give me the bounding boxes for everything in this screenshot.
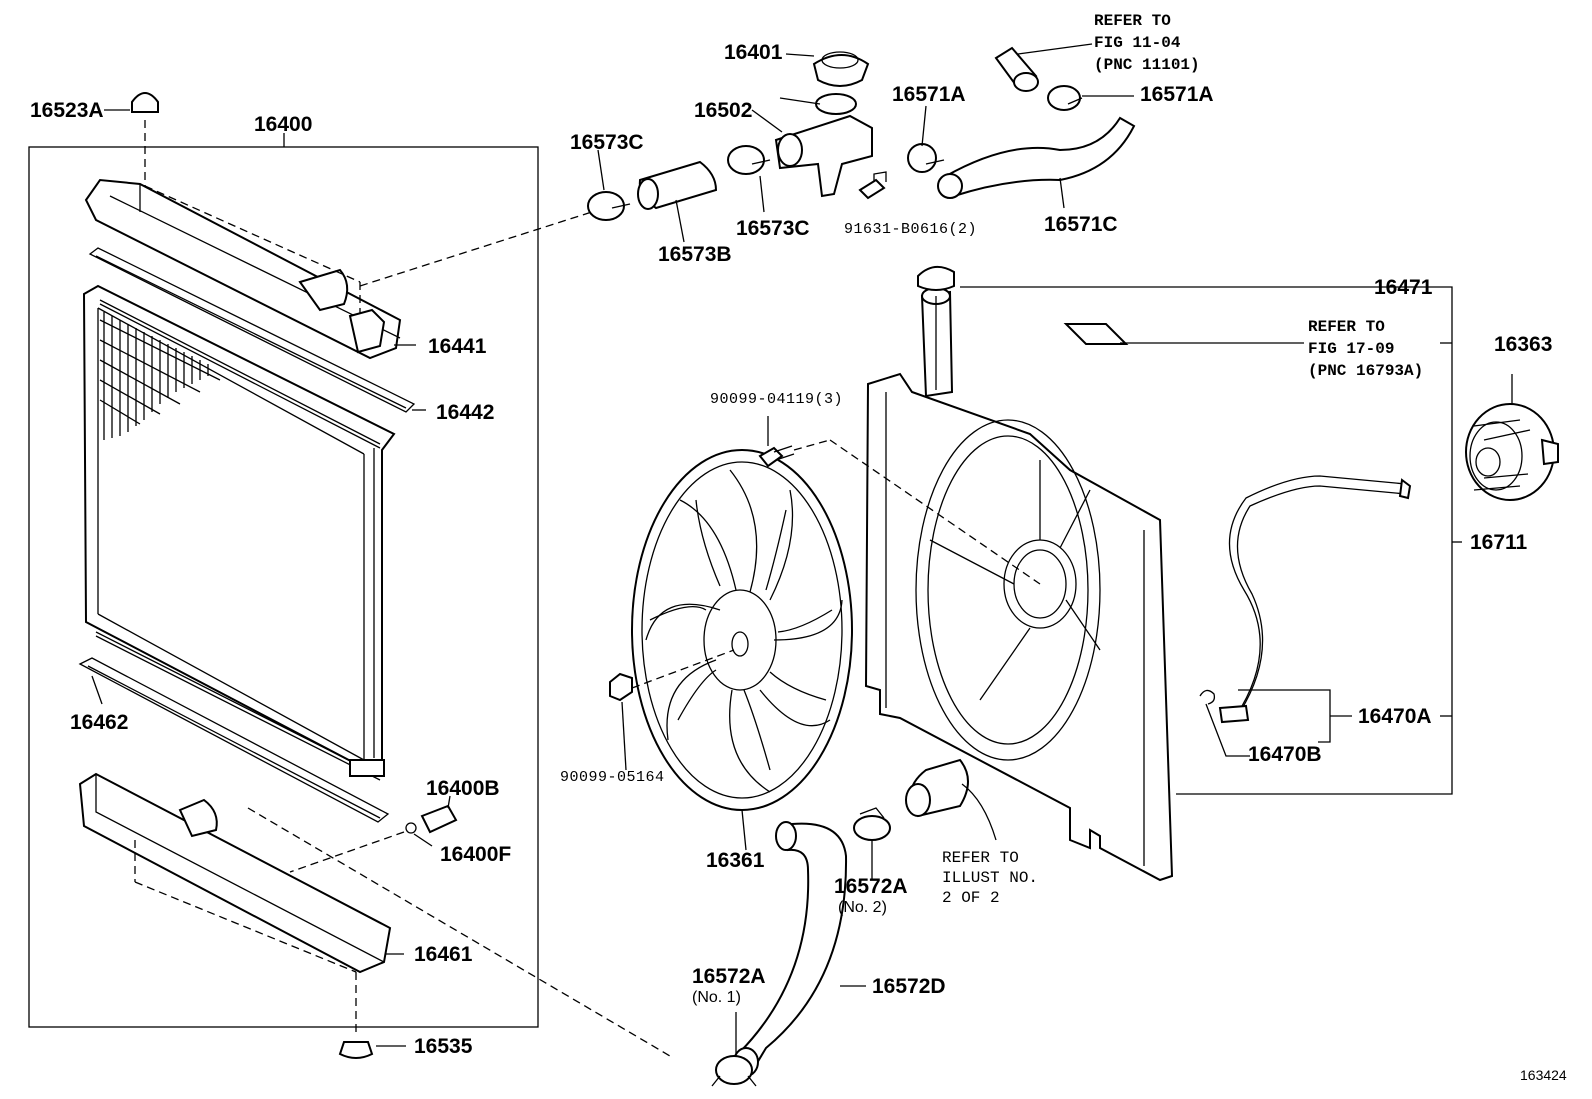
fan-motor-16363 <box>1465 374 1559 501</box>
label-16573B: 16573B <box>658 243 732 266</box>
label-16461: 16461 <box>414 943 473 966</box>
hose-16573B <box>637 160 718 243</box>
clamp-16573C-left <box>587 149 631 221</box>
label-16573C-right: 16573C <box>736 217 810 240</box>
note-refer-fig-11-04: REFER TO FIG 11-04 (PNC 11101) <box>1094 12 1200 75</box>
label-16471: 16471 <box>1374 276 1433 299</box>
label-16462: 16462 <box>70 711 129 734</box>
label-91631-B0616: 91631-B0616(2) <box>844 221 978 238</box>
drain-plug-16400B <box>289 795 458 873</box>
label-16572D: 16572D <box>872 975 946 998</box>
label-16572A-no1: 16572A <box>692 965 766 988</box>
label-90099-04119: 90099-04119(3) <box>710 391 844 408</box>
label-16535: 16535 <box>414 1035 473 1058</box>
filler-neck-16502 <box>751 93 873 198</box>
cushion-16535 <box>338 1041 406 1059</box>
label-16571A-right: 16571A <box>1140 83 1214 106</box>
bracket-lines <box>1176 286 1462 795</box>
label-16572A-no2: 16572A <box>834 875 908 898</box>
note-refer-fig-17-09: REFER TO FIG 17-09 (PNC 16793A) <box>1308 318 1424 381</box>
clamp-16572A-no2 <box>853 807 891 880</box>
label-16441: 16441 <box>428 335 487 358</box>
label-16401: 16401 <box>724 41 783 64</box>
bolt-90099-04119 <box>758 416 1041 585</box>
wire-harness-16470A <box>1218 475 1412 724</box>
label-16400: 16400 <box>254 113 313 136</box>
diagram-code: 163424 <box>1520 1067 1567 1083</box>
label-16400B: 16400B <box>426 777 500 800</box>
leader-upper-hose <box>359 209 599 287</box>
label-16470A: 16470A <box>1358 705 1432 728</box>
core-fins <box>95 299 381 781</box>
lower-tank-16461 <box>78 772 404 1032</box>
label-16571C: 16571C <box>1044 213 1118 236</box>
label-16400F: 16400F <box>440 843 512 866</box>
label-16470B: 16470B <box>1248 743 1322 766</box>
label-16361: 16361 <box>706 849 765 872</box>
clamp-16571A-right <box>1047 85 1134 111</box>
label-16502: 16502 <box>694 99 753 122</box>
clip-16470B <box>1199 689 1250 757</box>
label-16442: 16442 <box>436 401 495 424</box>
cooling-fan-16361 <box>631 449 853 851</box>
note-refer-illust: REFER TO ILLUST NO. 2 OF 2 <box>942 849 1039 907</box>
fan-shroud-16711 <box>864 287 1174 882</box>
gasket-16462 <box>78 657 390 823</box>
radiator-assembly-frame <box>28 133 539 1028</box>
label-16571A-left: 16571A <box>892 83 966 106</box>
outlet-pipe-ref <box>905 758 997 841</box>
engine-pipe-ref <box>994 43 1093 92</box>
reservoir-cap-16471 <box>917 265 1434 291</box>
upper-tank-16441 <box>84 178 416 360</box>
radiator-core <box>82 284 396 781</box>
label-16711: 16711 <box>1470 531 1528 554</box>
nut-90099-05164 <box>609 649 735 771</box>
clamp-16573C-right <box>727 145 771 213</box>
label-16572A-no2-sub: (No. 2) <box>838 899 887 916</box>
leader-lower-hose <box>247 807 671 1057</box>
bolt-91631 <box>858 171 887 200</box>
radiator-cap-16401 <box>785 51 870 87</box>
label-90099-05164: 90099-05164 <box>560 769 665 786</box>
radiator-plug-16523A <box>104 92 159 186</box>
gasket-16442 <box>88 247 426 413</box>
hose-16571C <box>937 116 1136 209</box>
label-16523A: 16523A <box>30 99 104 122</box>
label-16573C-left: 16573C <box>570 131 644 154</box>
clamp-16571A-left <box>907 105 945 173</box>
clamp-16572A-no1 <box>711 1012 757 1087</box>
label-plate-ref <box>1063 323 1304 345</box>
label-16572A-no1-sub: (No. 1) <box>692 989 741 1006</box>
label-16363: 16363 <box>1494 333 1553 356</box>
